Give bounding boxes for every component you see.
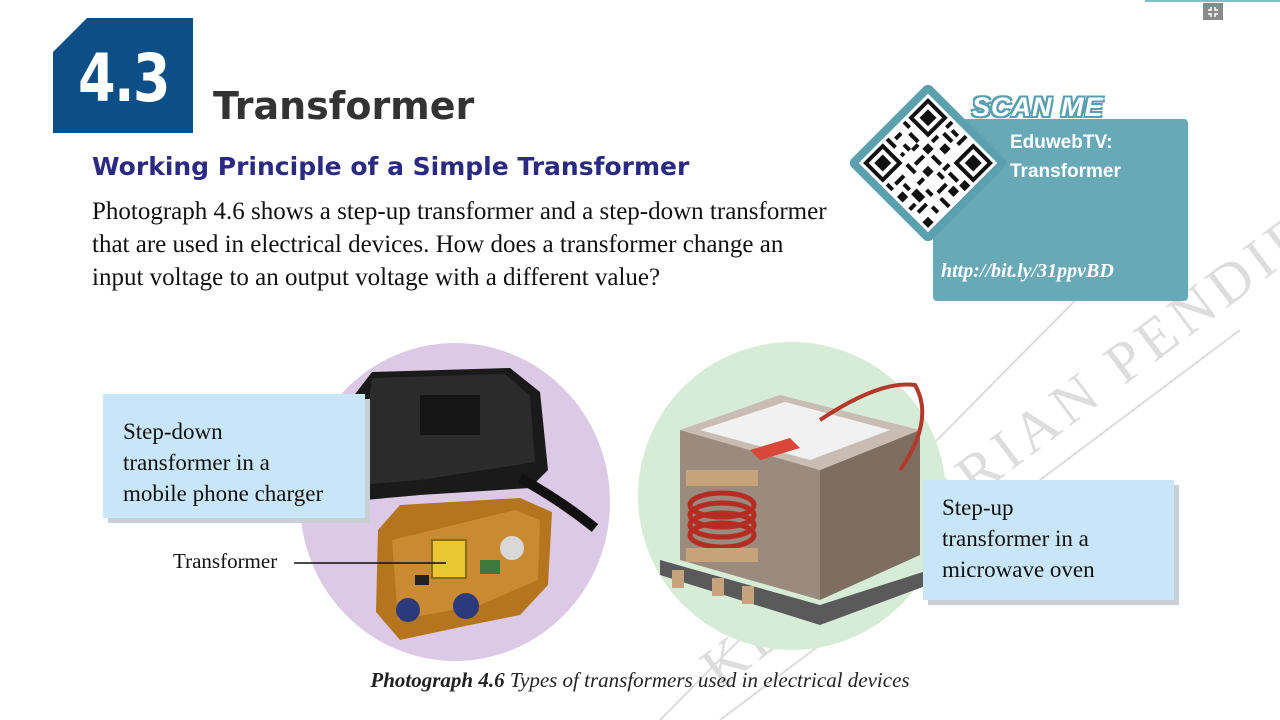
- intro-paragraph: Photograph 4.6 shows a step-up transform…: [92, 198, 827, 291]
- step-down-callout-text: Step-down transformer in a mobile phone …: [123, 419, 324, 506]
- page-title: Transformer: [213, 84, 475, 128]
- section-number: 4.3: [77, 40, 171, 117]
- fullscreen-exit-icon: [1208, 6, 1218, 17]
- qr-pattern-icon: [862, 97, 994, 229]
- photo-caption: Photograph 4.6 Types of transformers use…: [0, 668, 1280, 693]
- step-down-callout: Step-down transformer in a mobile phone …: [103, 394, 365, 518]
- transformer-pointer-label: Transformer: [173, 549, 278, 573]
- qr-link[interactable]: http://bit.ly/31ppvBD: [941, 260, 1114, 282]
- qr-panel-title: EduwebTV: Transformer: [1010, 128, 1121, 186]
- step-up-callout-text: Step-up transformer in a microwave oven: [942, 495, 1095, 582]
- step-up-callout: Step-up transformer in a microwave oven: [923, 480, 1174, 600]
- fullscreen-button[interactable]: [1203, 3, 1223, 20]
- qr-code-image: [858, 93, 998, 233]
- qr-code[interactable]: [847, 82, 1009, 244]
- scan-me-label: SCAN ME: [972, 92, 1104, 122]
- qr-title-line1: EduwebTV:: [1010, 132, 1113, 153]
- caption-text: Types of transformers used in electrical…: [504, 668, 910, 692]
- section-subtitle: Working Principle of a Simple Transforme…: [92, 152, 690, 181]
- section-number-box: 4.3: [53, 18, 193, 133]
- qr-title-line2: Transformer: [1010, 161, 1121, 182]
- caption-label: Photograph 4.6: [370, 668, 505, 692]
- top-accent-line: [1145, 0, 1280, 2]
